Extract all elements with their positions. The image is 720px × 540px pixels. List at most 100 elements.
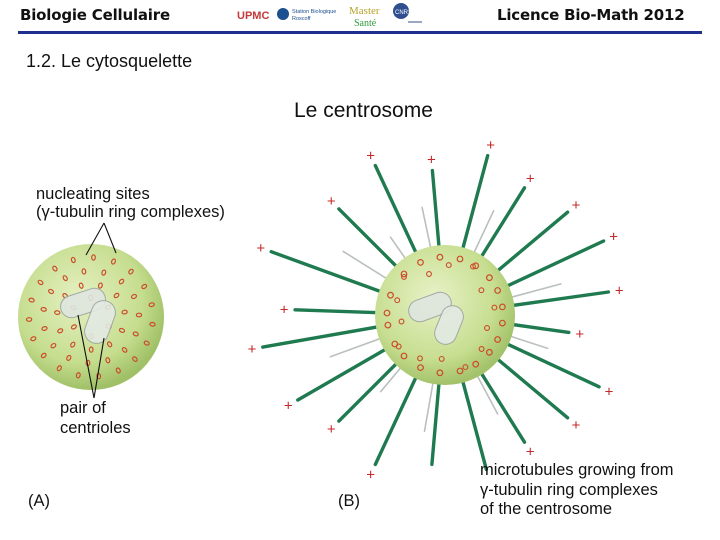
ring-complex bbox=[40, 306, 47, 312]
svg-text:Master: Master bbox=[349, 5, 380, 17]
plus-end-sign: + bbox=[572, 197, 581, 214]
ring-complex bbox=[436, 369, 444, 377]
plus-end-sign: + bbox=[486, 137, 495, 154]
ring-complex bbox=[472, 262, 480, 270]
ring-complex bbox=[486, 274, 493, 282]
ring-complex bbox=[494, 336, 502, 343]
institution-logos: UPMC Station Biologique Roscoff Master S… bbox=[236, 3, 422, 29]
centrioles-label: pair of bbox=[60, 399, 106, 417]
header-rule bbox=[18, 31, 702, 34]
ring-complex bbox=[401, 273, 407, 280]
microtubule bbox=[487, 350, 570, 420]
svg-text:Roscoff: Roscoff bbox=[292, 16, 311, 22]
ring-complex bbox=[91, 254, 96, 261]
ring-complex bbox=[383, 309, 391, 317]
ring-complex bbox=[400, 352, 408, 360]
ring-complex bbox=[48, 288, 54, 295]
plus-end-sign: + bbox=[575, 326, 584, 343]
ring-complex bbox=[472, 360, 480, 368]
ring-complex bbox=[478, 287, 485, 294]
ring-complex bbox=[70, 256, 76, 264]
ring-complex bbox=[62, 275, 68, 282]
centriole-pointer bbox=[93, 337, 105, 399]
microtubule bbox=[293, 308, 389, 315]
plus-end-sign: + bbox=[605, 384, 614, 401]
cnrs-logo: CNRS bbox=[393, 3, 422, 23]
ring-complex bbox=[132, 331, 139, 337]
ring-complex bbox=[148, 302, 155, 308]
plus-end-sign: + bbox=[366, 467, 375, 484]
panel-a: nucleating sites (γ-tubulin ring complex… bbox=[18, 185, 225, 510]
microtubule bbox=[458, 369, 489, 472]
ring-complex bbox=[40, 352, 47, 359]
section-title: 1.2. Le cytosquelette bbox=[26, 51, 193, 71]
microtubule bbox=[296, 342, 397, 402]
course-title: Biologie Cellulaire bbox=[20, 6, 170, 24]
svg-text:UPMC: UPMC bbox=[237, 10, 269, 22]
microtubule bbox=[337, 207, 406, 276]
microtubule bbox=[500, 290, 611, 309]
nucleating-pointer bbox=[85, 222, 105, 256]
ring-complex bbox=[41, 326, 48, 331]
microtubule bbox=[373, 163, 423, 265]
ring-complex bbox=[88, 346, 94, 353]
plus-end-sign: + bbox=[609, 228, 618, 245]
upmc-logo: UPMC bbox=[236, 8, 270, 22]
ring-complex bbox=[97, 282, 103, 289]
plus-end-sign: + bbox=[280, 301, 289, 318]
ring-complex bbox=[436, 253, 444, 261]
ring-complex bbox=[118, 278, 125, 285]
ring-complex bbox=[395, 343, 402, 350]
ring-complex bbox=[52, 265, 58, 272]
plus-end-sign: + bbox=[248, 341, 257, 358]
ring-complex bbox=[135, 312, 143, 318]
ring-complex bbox=[394, 297, 401, 304]
ring-complex bbox=[456, 255, 464, 263]
nucleating-pointer bbox=[103, 222, 117, 254]
ring-complex bbox=[30, 336, 37, 342]
ring-complex bbox=[426, 271, 432, 277]
microtubule bbox=[495, 337, 601, 389]
nucleating-sites-sublabel: (γ-tubulin ring complexes) bbox=[36, 203, 225, 221]
microtubule bbox=[337, 354, 406, 423]
microtubule bbox=[487, 210, 570, 280]
svg-text:Station Biologique: Station Biologique bbox=[292, 9, 336, 15]
microtubule bbox=[474, 362, 527, 444]
ring-complex bbox=[121, 309, 128, 315]
ring-complex bbox=[75, 372, 81, 379]
ring-complex bbox=[438, 355, 445, 362]
microtubule bbox=[269, 249, 393, 297]
centriole-pair-b bbox=[408, 291, 464, 345]
ring-complex bbox=[499, 303, 506, 311]
microtubule bbox=[430, 168, 442, 259]
master-sante-logo: Master Santé bbox=[349, 5, 380, 29]
ring-complex bbox=[143, 340, 150, 346]
ring-complex bbox=[486, 348, 493, 356]
ring-complex bbox=[499, 319, 506, 327]
ring-complex bbox=[121, 347, 128, 353]
ring-complex bbox=[70, 324, 77, 330]
ring-complex bbox=[417, 355, 423, 362]
plus-end-sign: + bbox=[284, 398, 293, 415]
ring-complex bbox=[132, 356, 138, 362]
ring-complex bbox=[491, 304, 498, 311]
microtubule bbox=[458, 153, 490, 261]
ring-complex bbox=[78, 282, 84, 289]
ring-complex bbox=[37, 279, 44, 286]
microtubule bbox=[495, 239, 606, 293]
ring-complex bbox=[70, 341, 76, 348]
ring-complex bbox=[28, 297, 35, 303]
plus-end-sign: + bbox=[366, 148, 375, 165]
microtubules-front bbox=[383, 253, 506, 377]
ring-complex bbox=[110, 258, 117, 265]
microtubules-label: microtubules growing from bbox=[480, 461, 674, 479]
ring-complex bbox=[66, 354, 72, 361]
microtubule bbox=[373, 365, 423, 467]
microtubule bbox=[261, 323, 390, 349]
plus-end-sign: + bbox=[572, 417, 581, 434]
ring-complex bbox=[105, 357, 111, 364]
ring-complex bbox=[445, 262, 452, 269]
microtubules-b bbox=[261, 153, 611, 472]
microtubules-sublabel-1: γ-tubulin ring complexes bbox=[480, 481, 658, 499]
ring-complex bbox=[417, 259, 424, 266]
